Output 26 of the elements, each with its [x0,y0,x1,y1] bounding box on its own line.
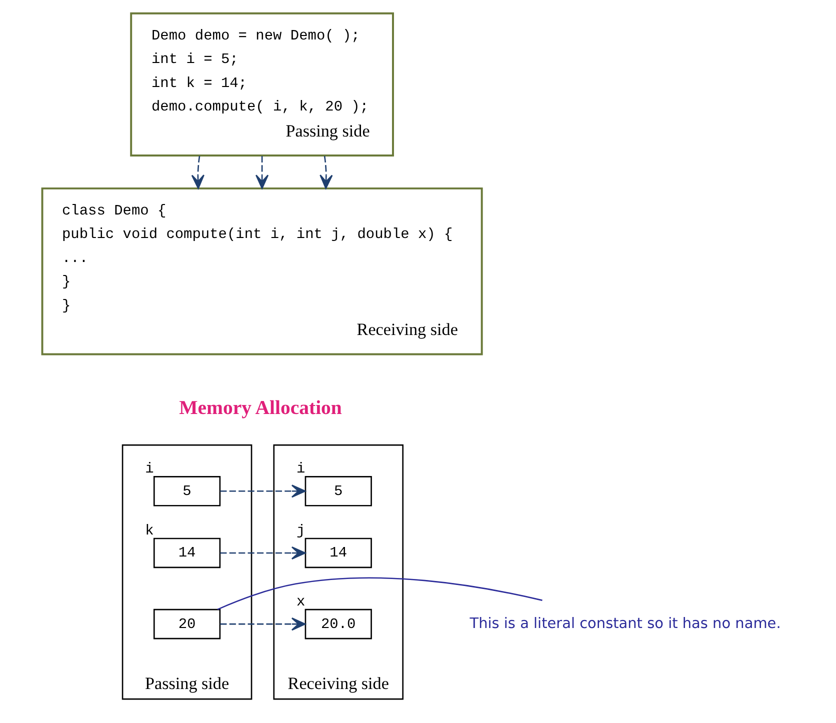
node-label: k [145,523,154,540]
node-box: 5 [153,476,221,506]
node-box: 20.0 [304,608,372,640]
node-box: Demo demo = new Demo( ); int i = 5; int k = 14; demo.compute( i, k, 20 ); Passing side [130,12,394,157]
node-box: class Demo { public void compute(int i, int j, double x) { ... } } Receiving side [41,187,483,356]
arrow [320,156,333,189]
arrow [255,156,269,189]
arrow [220,484,306,498]
cluster [122,444,252,700]
node-text: This is a literal constant so it has no name. [470,616,781,632]
label: Memory Allocation [179,397,342,420]
node-box: 20 [153,608,221,640]
node-label: Receiving side [288,674,389,694]
node-label: x [296,594,306,610]
node-box: 14 [153,538,221,568]
node-label: i [145,461,154,478]
node-label: Passing side [145,674,230,694]
arrow [191,156,204,189]
arrow [220,546,306,560]
node-box: 14 [304,538,372,568]
node-label: j [296,523,306,540]
connector [217,577,542,610]
cluster [273,444,404,700]
node-label: i [296,461,306,478]
node-box: 5 [304,476,372,506]
arrow [220,617,306,631]
